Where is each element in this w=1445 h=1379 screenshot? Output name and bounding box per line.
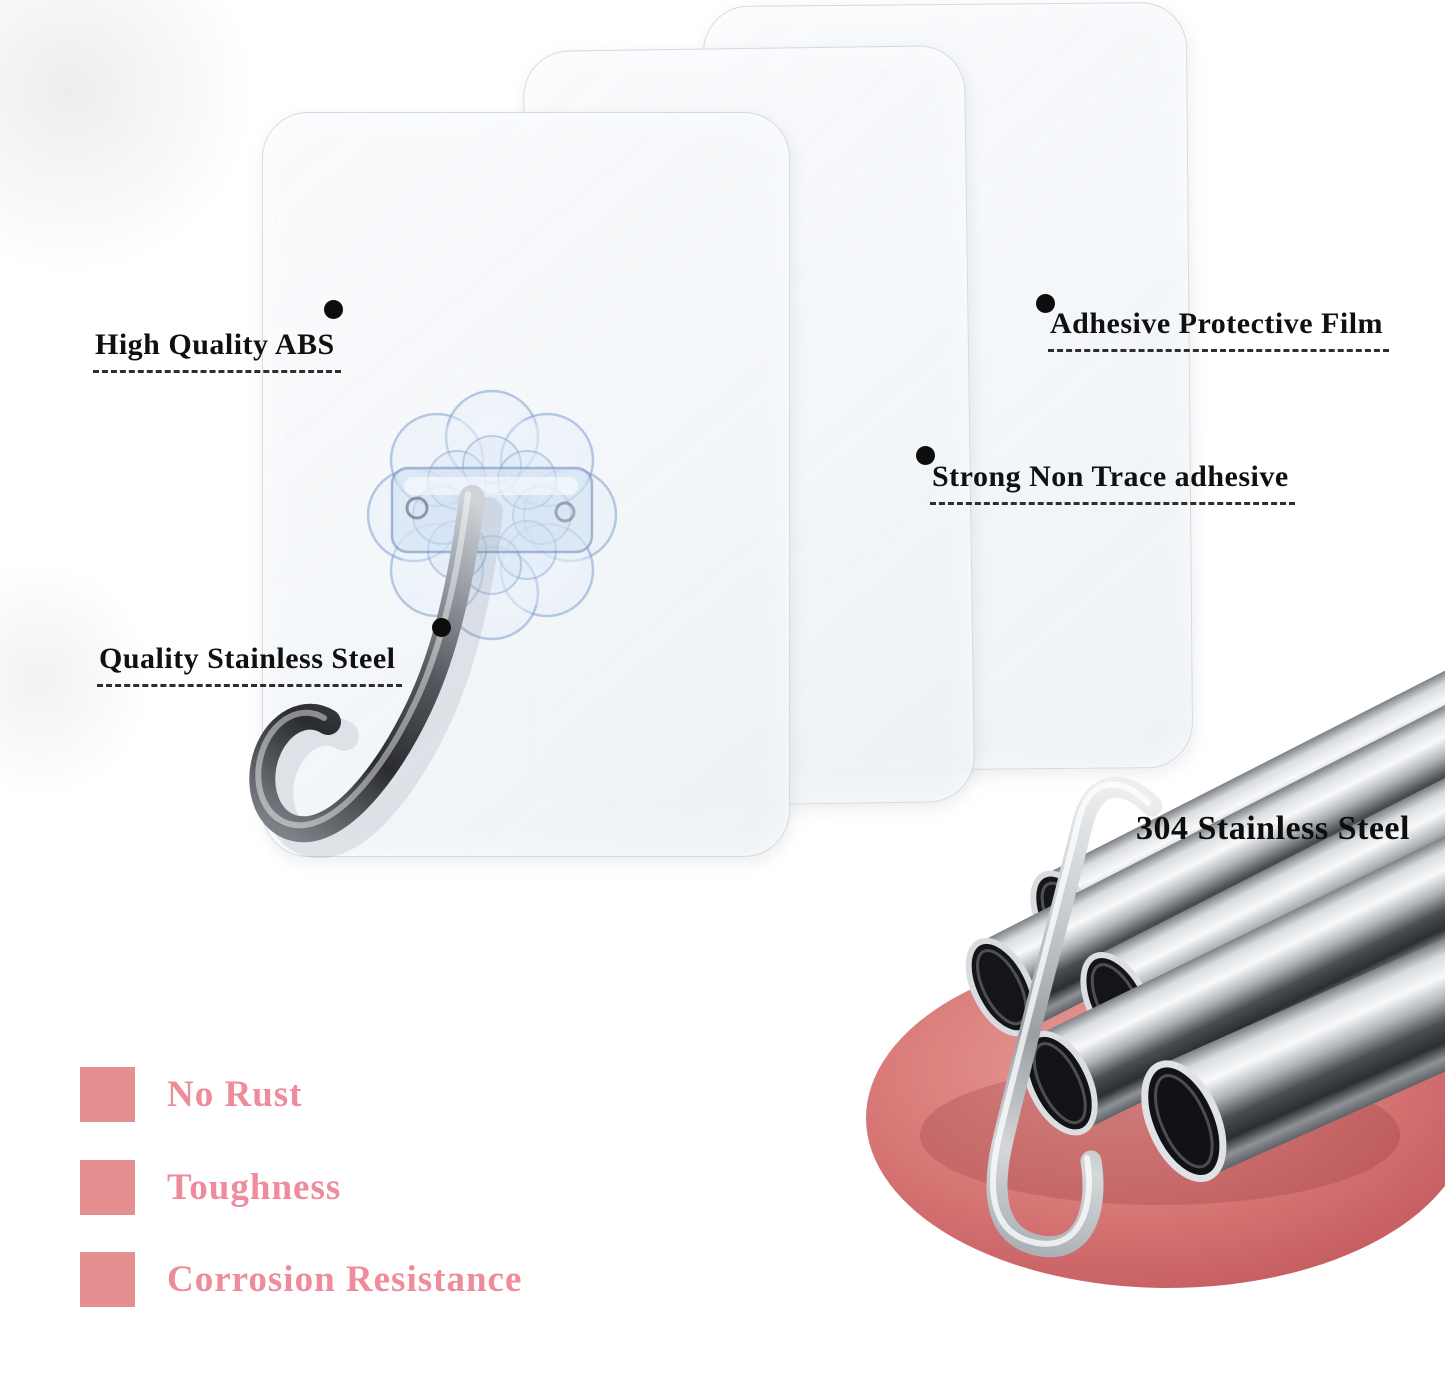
callout-adhesive-protective-film: Adhesive Protective Film (1048, 307, 1390, 352)
feature-corrosion-resistance: Corrosion Resistance (80, 1252, 522, 1307)
feature-bullet-square (80, 1252, 135, 1307)
callout-high-quality-abs: High Quality ABS (93, 328, 341, 373)
callout-dot-steel (432, 618, 451, 637)
display-hook (986, 776, 1163, 1258)
feature-label: Corrosion Resistance (167, 1259, 523, 1300)
label-304-stainless-steel: 304 Stainless Steel (1136, 810, 1410, 847)
feature-no-rust: No Rust (80, 1067, 303, 1122)
feature-bullet-square (80, 1067, 135, 1122)
hook-mount-bracket (390, 466, 594, 554)
callout-dot-film (1036, 294, 1055, 313)
callout-dot-adhesive (916, 446, 935, 465)
callout-dot-abs (324, 300, 343, 319)
callout-strong-non-trace-adhesive: Strong Non Trace adhesive (930, 460, 1295, 505)
feature-bullet-square (80, 1160, 135, 1215)
steel-tubes (965, 630, 1445, 1183)
feature-toughness: Toughness (80, 1160, 341, 1215)
feature-label: Toughness (167, 1167, 342, 1208)
feature-label: No Rust (167, 1074, 303, 1115)
callout-quality-stainless-steel: Quality Stainless Steel (97, 642, 402, 687)
